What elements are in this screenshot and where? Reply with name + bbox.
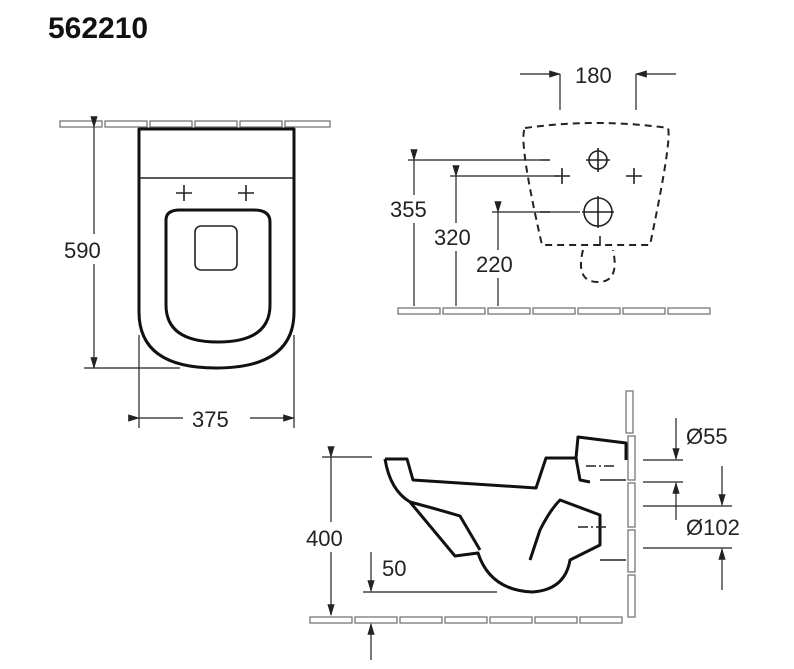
height-355-dimension: 355: [390, 197, 427, 222]
floor-tiles: [309, 616, 623, 624]
fixing-width-dimension: 180: [575, 63, 612, 88]
product-number: 562210: [48, 12, 148, 45]
depth-dimension: 590: [64, 238, 101, 263]
top-view: 590 375: [59, 116, 331, 432]
wall-tiles: [625, 390, 636, 618]
outlet-diameter-dimension: Ø102: [686, 515, 740, 540]
height-320-dimension: 320: [434, 225, 471, 250]
wall-tiles: [59, 120, 331, 128]
side-view: 400 50 Ø55 Ø102: [304, 390, 740, 660]
fixing-point-icons: [176, 185, 254, 201]
floor-tiles: [397, 307, 711, 315]
inlet-diameter-dimension: Ø55: [686, 424, 728, 449]
height-220-dimension: 220: [476, 252, 513, 277]
offset-dimension: 50: [382, 556, 406, 581]
rim-height-dimension: 400: [306, 526, 343, 551]
width-dimension: 375: [192, 407, 229, 432]
fixing-point-icons: [540, 148, 642, 246]
rear-view: 180 355 320 220: [388, 63, 711, 315]
